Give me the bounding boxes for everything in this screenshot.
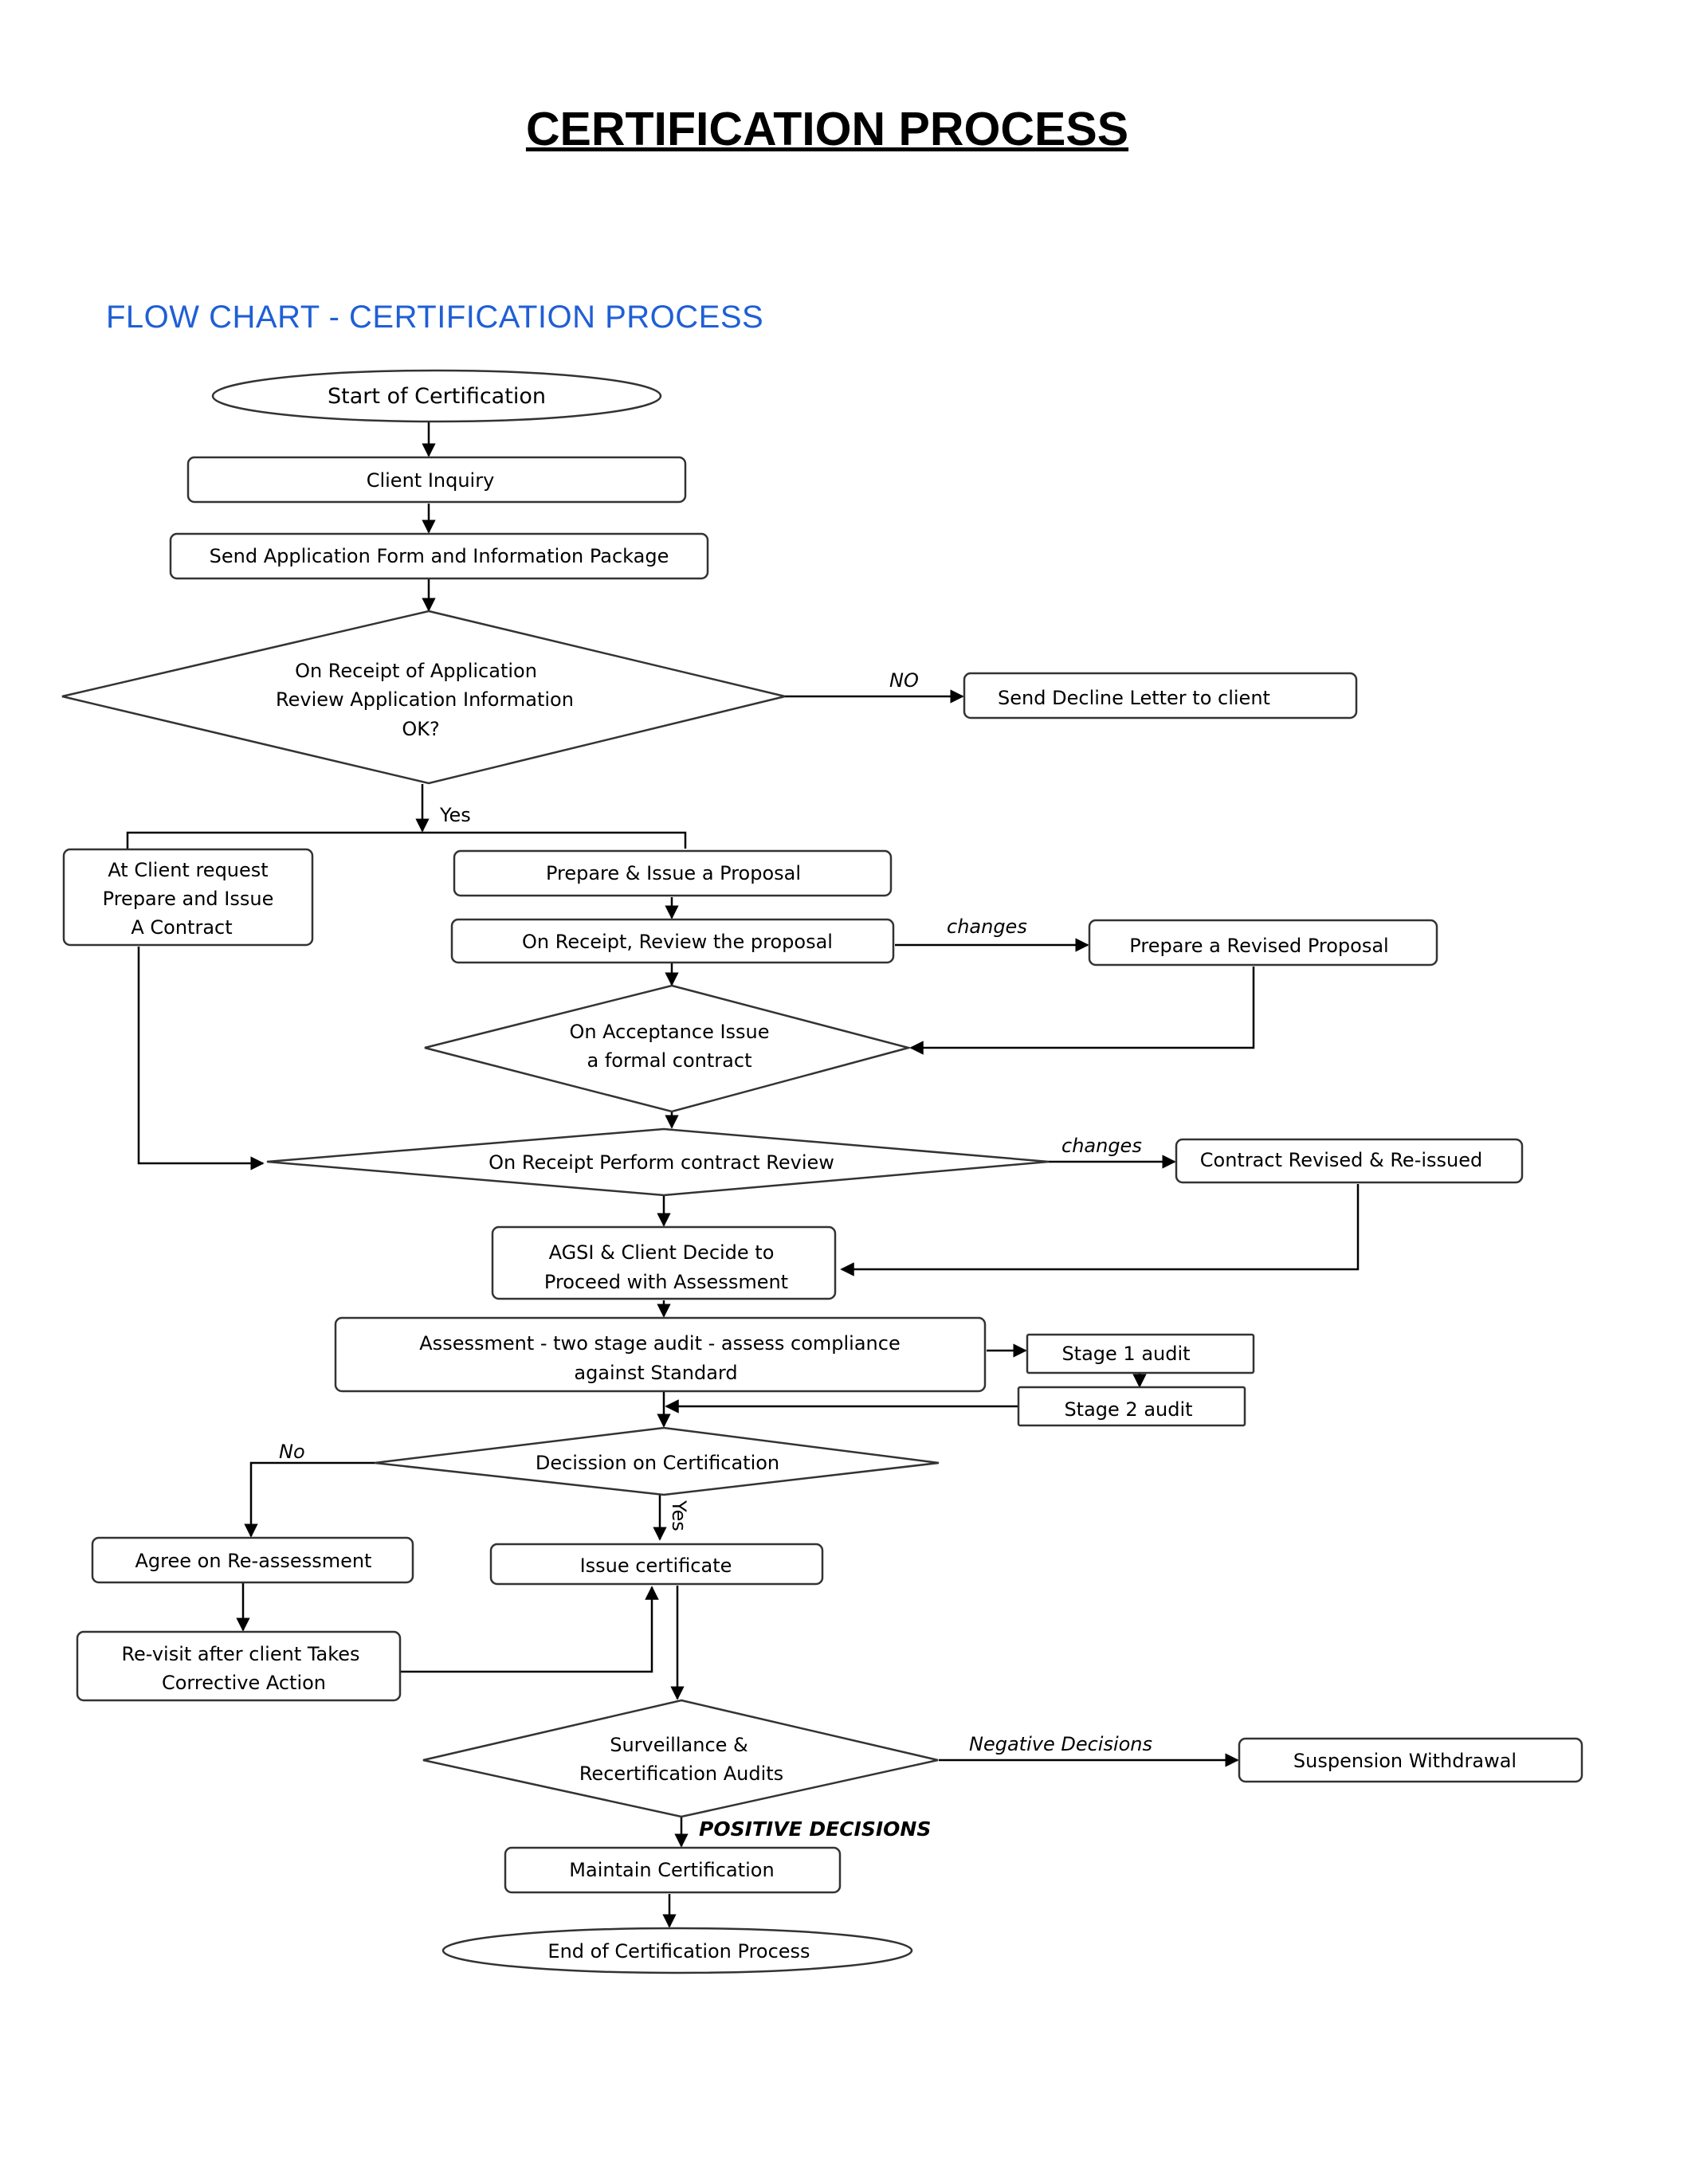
- review-application-line-1: On Receipt of Application: [295, 660, 537, 682]
- client-contract-line-1: At Client request: [108, 859, 268, 881]
- arrow-revised-decide: [840, 1184, 1360, 1276]
- review-application-decision: On Receipt of Application Review Applica…: [61, 610, 786, 785]
- client-inquiry-label: Client Inquiry: [367, 469, 495, 492]
- revisit-line-1: Re-visit after client Takes: [121, 1643, 359, 1665]
- revised-proposal-label: Prepare a Revised Proposal: [1129, 935, 1388, 957]
- assessment-node: Assessment - two stage audit - assess co…: [334, 1316, 987, 1393]
- review-application-line-2: Review Application Information: [276, 688, 574, 711]
- decide-proceed-line-1: AGSI & Client Decide to: [549, 1241, 775, 1264]
- contract-revised-label: Contract Revised & Re-issued: [1200, 1149, 1483, 1171]
- contract-review-label: On Receipt Perform contract Review: [489, 1151, 834, 1174]
- send-application-node: Send Application Form and Information Pa…: [169, 532, 709, 580]
- acceptance-decision: On Acceptance Issue a formal contract: [424, 984, 912, 1113]
- stage1-label: Stage 1 audit: [1061, 1343, 1190, 1365]
- arrow-revised-acceptance: [909, 967, 1255, 1055]
- contract-revised-node: Contract Revised & Re-issued: [1175, 1138, 1524, 1184]
- certification-decision: Decission on Certification: [374, 1426, 940, 1496]
- start-node: Start of Certification: [211, 369, 662, 423]
- maintain-node: Maintain Certification: [504, 1846, 842, 1894]
- negative-decisions-label: Negative Decisions: [969, 1733, 1152, 1755]
- send-application-label: Send Application Form and Information Pa…: [210, 545, 669, 567]
- revisit-node: Re-visit after client Takes Corrective A…: [76, 1630, 402, 1702]
- decline-letter-node: Send Decline Letter to client: [963, 672, 1358, 720]
- issue-certificate-node: Issue certificate: [489, 1543, 824, 1586]
- prepare-proposal-node: Prepare & Issue a Proposal: [453, 849, 893, 897]
- review-application-line-3: OK?: [402, 718, 439, 740]
- issue-certificate-label: Issue certificate: [580, 1555, 732, 1577]
- contract-review-decision: On Receipt Perform contract Review: [266, 1127, 1050, 1197]
- changes-contract-label: changes: [1061, 1135, 1142, 1157]
- client-contract-node: At Client request Prepare and Issue A Co…: [62, 848, 314, 947]
- certification-decision-label: Decission on Certification: [536, 1452, 779, 1474]
- assessment-line-2: against Standard: [574, 1362, 737, 1384]
- yes-decision-label: Yes: [668, 1500, 690, 1531]
- page-title: CERTIFICATION PROCESS: [525, 103, 1129, 155]
- prepare-proposal-label: Prepare & Issue a Proposal: [546, 862, 801, 884]
- acceptance-line-1: On Acceptance Issue: [569, 1021, 769, 1043]
- client-inquiry-node: Client Inquiry: [186, 456, 687, 504]
- stage2-node: Stage 2 audit: [1017, 1386, 1246, 1427]
- revised-proposal-node: Prepare a Revised Proposal: [1088, 919, 1438, 967]
- reassessment-label: Agree on Re-assessment: [135, 1550, 372, 1572]
- yes-upper-label: Yes: [439, 804, 471, 826]
- surveillance-decision: Surveillance & Recertification Audits: [422, 1699, 939, 1818]
- client-contract-line-2: Prepare and Issue: [103, 888, 274, 910]
- acceptance-line-2: a formal contract: [587, 1049, 752, 1072]
- end-node: End of Certification Process: [441, 1927, 913, 1974]
- start-label: Start of Certification: [328, 384, 546, 409]
- arrow-revisit-issue: [401, 1586, 659, 1673]
- client-contract-line-3: A Contract: [131, 916, 232, 939]
- maintain-label: Maintain Certification: [569, 1859, 774, 1881]
- suspension-label: Suspension Withdrawal: [1293, 1750, 1517, 1772]
- decide-proceed-node: AGSI & Client Decide to Proceed with Ass…: [491, 1225, 837, 1300]
- changes-proposal-label: changes: [947, 916, 1027, 938]
- split-branch-left: [126, 831, 687, 849]
- decide-proceed-line-2: Proceed with Assessment: [544, 1271, 788, 1293]
- decline-letter-label: Send Decline Letter to client: [998, 687, 1270, 709]
- end-label: End of Certification Process: [547, 1940, 810, 1962]
- stage1-node: Stage 1 audit: [1026, 1333, 1255, 1374]
- positive-decisions-label: POSITIVE DECISIONS: [699, 1817, 931, 1841]
- assessment-line-1: Assessment - two stage audit - assess co…: [419, 1332, 900, 1355]
- suspension-node: Suspension Withdrawal: [1238, 1737, 1583, 1783]
- reassessment-node: Agree on Re-assessment: [91, 1536, 414, 1584]
- surveillance-line-1: Surveillance &: [610, 1734, 748, 1756]
- review-proposal-label: On Receipt, Review the proposal: [522, 931, 833, 953]
- arrow-decision-reassessment: [244, 1461, 375, 1538]
- revisit-line-2: Corrective Action: [162, 1672, 326, 1694]
- connectors: [126, 421, 1360, 1928]
- arrow-clientcontract-contractreview: [137, 947, 265, 1170]
- surveillance-line-2: Recertification Audits: [579, 1762, 783, 1785]
- no-upper-label: NO: [889, 669, 919, 692]
- no-decision-label: No: [279, 1441, 305, 1463]
- stage2-label: Stage 2 audit: [1064, 1398, 1192, 1421]
- chart-title: FLOW CHART - CERTIFICATION PROCESS: [106, 300, 764, 335]
- edge-labels: NO Yes changes changes No Yes Negative D…: [279, 669, 1152, 1841]
- review-proposal-node: On Receipt, Review the proposal: [450, 918, 895, 964]
